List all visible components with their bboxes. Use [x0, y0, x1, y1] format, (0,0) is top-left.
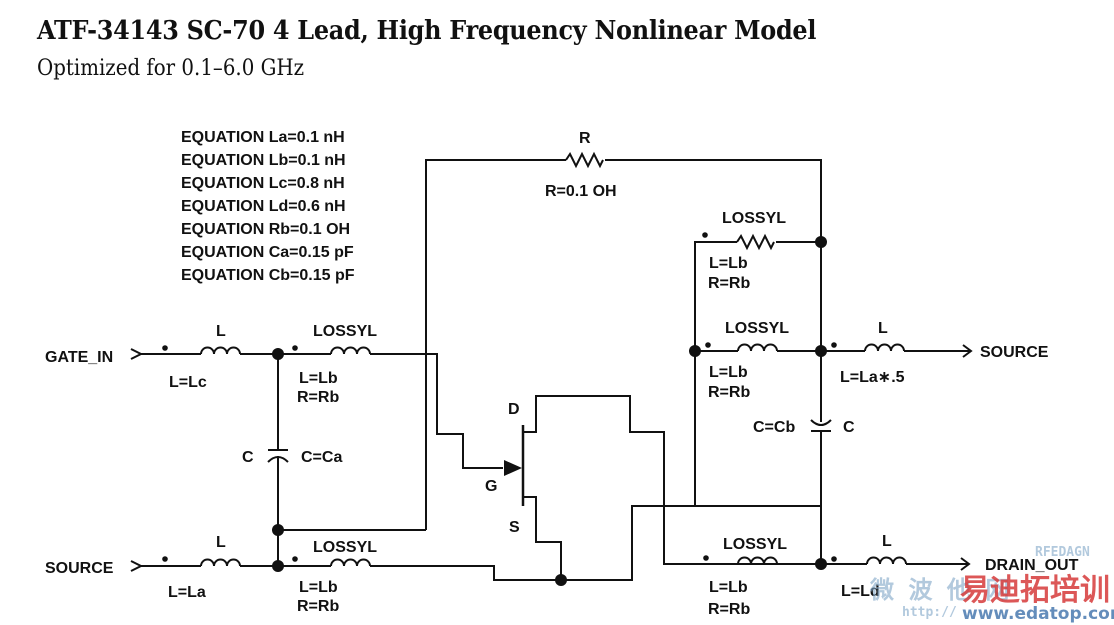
gate-input-row: GATE_IN L L=Lc LOSSYL L=Lb R=Rb	[45, 323, 503, 469]
source-right-row: L L=La∗.5 SOURCE	[821, 320, 1049, 386]
wire-drain	[523, 395, 822, 565]
inductor-l-gate-value: L=Lc	[169, 374, 207, 391]
polarity-dot	[292, 345, 298, 351]
lossyl-gate-l: L=Lb	[299, 370, 338, 387]
polarity-dot	[162, 556, 168, 562]
lossyl-source-left-name: LOSSYL	[313, 539, 377, 556]
wire-source	[523, 496, 562, 580]
lossyl-top-right-name: LOSSYL	[722, 210, 786, 227]
resistor-r-name: R	[579, 130, 591, 147]
polarity-dot	[162, 345, 168, 351]
equation-lb: EQUATION Lb=0.1 nH	[181, 152, 346, 169]
lossyl-drain-l: L=Lb	[709, 579, 748, 596]
lossyl-drain-name: LOSSYL	[723, 536, 787, 553]
inductor-l-source-name: L	[216, 534, 226, 551]
lossyl-symbol	[330, 558, 371, 567]
wire-r-right	[605, 159, 822, 242]
port-source-left-label: SOURCE	[45, 560, 114, 577]
watermark-cn-brand: 易迪拓培训	[960, 573, 1110, 608]
equations-block: EQUATION La=0.1 nH EQUATION Lb=0.1 nH EQ…	[181, 129, 355, 284]
lossyl-mid-right: LOSSYL L=Lb R=Rb	[689, 320, 821, 401]
junction-dot	[272, 560, 284, 572]
polarity-dot	[292, 556, 298, 562]
drain-row: LOSSYL L=Lb R=Rb L L=Ld DRAIN_OUT	[703, 533, 1079, 618]
equation-ca: EQUATION Ca=0.15 pF	[181, 244, 354, 261]
lossyl-top-right-l: L=Lb	[709, 255, 748, 272]
port-drain-out-label: DRAIN_OUT	[985, 557, 1079, 574]
port-gate-in-arrow	[130, 348, 144, 360]
port-source-right-label: SOURCE	[980, 344, 1049, 361]
polarity-dot	[702, 232, 708, 238]
watermark-url-faint: http://	[902, 605, 957, 620]
watermark-small: RFEDAGN	[1035, 545, 1090, 560]
capacitor-plate-top	[810, 419, 832, 426]
port-source-right-arrow	[962, 344, 973, 358]
equation-cb: EQUATION Cb=0.15 pF	[181, 267, 355, 284]
resistor-symbol	[736, 233, 775, 251]
resistor-symbol	[565, 151, 604, 169]
lossyl-mid-right-name: LOSSYL	[725, 320, 789, 337]
source-left-row: SOURCE L L=La LOSSYL L=Lb R=Rb	[45, 505, 821, 615]
lossyl-source-left-r: R=Rb	[297, 598, 339, 615]
lossyl-symbol	[737, 556, 778, 565]
polarity-dot	[831, 556, 837, 562]
inductor-l-source-right-value: L=La∗.5	[840, 369, 905, 386]
inductor-l-gate-name: L	[216, 323, 226, 340]
capacitor-c-gate: C C=Ca	[242, 354, 426, 566]
inductor-symbol	[200, 346, 241, 355]
page-title: ATF-34143 SC-70 4 Lead, High Frequency N…	[37, 16, 817, 46]
resistor-r-top: R R=0.1 OH	[425, 130, 822, 530]
watermark-url: www.edatop.com	[962, 604, 1114, 624]
capacitor-c-right-value: C=Cb	[753, 419, 795, 436]
lossyl-source-left-l: L=Lb	[299, 579, 338, 596]
lossyl-top-right-r: R=Rb	[708, 275, 750, 292]
watermark: RFEDAGN 微 波 他 网 易迪拓培训 http:// www.edatop…	[869, 545, 1114, 624]
lossyl-drain-r: R=Rb	[708, 601, 750, 618]
lossyl-gate-name: LOSSYL	[313, 323, 377, 340]
polarity-dot	[705, 342, 711, 348]
inductor-symbol	[864, 343, 905, 352]
gate-arrow-icon	[504, 460, 522, 476]
junction-dot	[555, 574, 567, 586]
page-subtitle: Optimized for 0.1–6.0 GHz	[37, 56, 305, 81]
capacitor-c-right: C=Cb C	[753, 242, 855, 564]
wire-r-left	[425, 159, 566, 530]
capacitor-c-gate-value: C=Ca	[301, 449, 342, 466]
watermark-cn-faint: 微 波 他 网	[869, 576, 1009, 604]
port-source-left-arrow	[130, 560, 144, 572]
inductor-l-source-value: L=La	[168, 584, 206, 601]
inductor-l-source-right-name: L	[878, 320, 888, 337]
equation-la: EQUATION La=0.1 nH	[181, 129, 345, 146]
equation-rb: EQUATION Rb=0.1 OH	[181, 221, 350, 238]
fet-gate-label: G	[485, 478, 497, 495]
equation-ld: EQUATION Ld=0.6 nH	[181, 198, 346, 215]
resistor-r-value: R=0.1 OH	[545, 183, 617, 200]
port-drain-out-arrow	[960, 557, 971, 571]
wire-top-left	[694, 241, 737, 506]
lossyl-top-right: LOSSYL L=Lb R=Rb	[694, 210, 827, 506]
polarity-dot	[831, 342, 837, 348]
equation-lc: EQUATION Lc=0.8 nH	[181, 175, 345, 192]
polarity-dot	[703, 555, 709, 561]
lossyl-symbol	[737, 343, 778, 352]
inductor-symbol	[200, 558, 241, 567]
fet-transistor: D G S	[485, 395, 822, 586]
lossyl-mid-right-l: L=Lb	[709, 364, 748, 381]
inductor-l-drain-name: L	[882, 533, 892, 550]
lossyl-gate-r: R=Rb	[297, 389, 339, 406]
wire-to-gate	[370, 353, 503, 469]
lossyl-symbol	[330, 346, 371, 355]
inductor-symbol	[866, 556, 907, 565]
capacitor-c-gate-name: C	[242, 449, 254, 466]
fet-drain-label: D	[508, 401, 520, 418]
capacitor-c-right-name: C	[843, 419, 855, 436]
port-gate-in-label: GATE_IN	[45, 349, 113, 366]
fet-source-label: S	[509, 519, 520, 536]
lossyl-mid-right-r: R=Rb	[708, 384, 750, 401]
inductor-l-drain-value: L=Ld	[841, 583, 880, 600]
